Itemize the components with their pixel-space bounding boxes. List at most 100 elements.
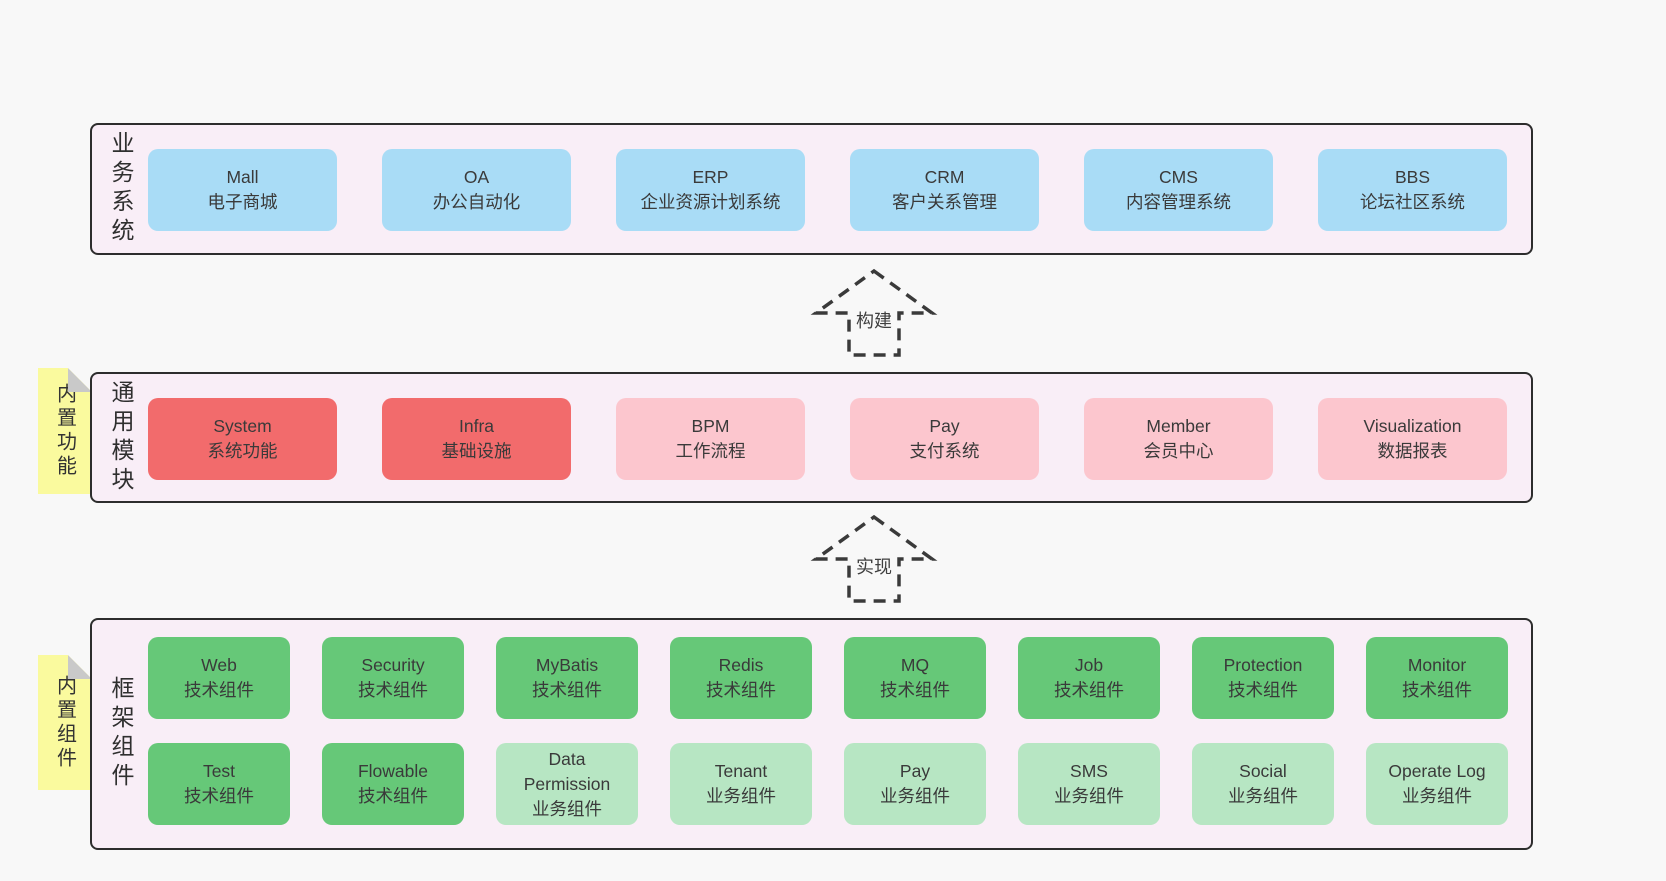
box-subtitle: 业务组件 [880,786,950,806]
box-subtitle: 企业资源计划系统 [640,192,781,212]
box-subtitle: 支付系统 [909,441,980,461]
box-subtitle: 数据报表 [1377,441,1448,461]
box-title: Social [1239,761,1287,781]
box-component-redis: Redis 技术组件 [670,637,812,719]
sticky-tab-label: 内置组件 [53,674,76,771]
box-subtitle: 技术组件 [1054,680,1124,700]
box-title: ERP [692,167,729,187]
box-title: CMS [1159,167,1198,187]
box-component-social: Social 业务组件 [1192,743,1334,825]
box-subtitle: 客户关系管理 [892,192,997,212]
box-module-infra: Infra 基础设施 [382,398,571,480]
box-title: MyBatis [535,655,599,675]
box-title: System [213,416,272,436]
box-component-monitor: Monitor 技术组件 [1366,637,1508,719]
box-title: Flowable [357,761,429,781]
box-subtitle: 业务组件 [532,798,602,819]
box-subtitle: 技术组件 [358,680,428,700]
box-subtitle: 论坛社区系统 [1360,192,1465,212]
box-subtitle: 基础设施 [441,441,512,461]
folded-corner-icon [68,368,92,392]
box-module-member: Member 会员中心 [1084,398,1273,480]
box-business-bbs: BBS 论坛社区系统 [1318,149,1507,231]
box-title: Redis [718,655,764,675]
box-business-cms: CMS 内容管理系统 [1084,149,1273,231]
box-title: Job [1074,655,1104,675]
box-component-security: Security 技术组件 [322,637,464,719]
arrow-label-build: 构建 [852,309,896,333]
box-title: Test [202,761,236,781]
box-subtitle: 技术组件 [1402,680,1472,700]
box-subtitle: 会员中心 [1143,441,1214,461]
box-component-mybatis: MyBatis 技术组件 [496,637,638,719]
box-business-crm: CRM 客户关系管理 [850,149,1039,231]
arrow-label-implement: 实现 [852,555,896,579]
box-subtitle: 技术组件 [1228,680,1298,700]
box-title: BPM [691,416,730,436]
box-subtitle: 工作流程 [675,441,746,461]
box-subtitle: 系统功能 [207,441,278,461]
box-title: Web [201,655,237,675]
box-component-data-permission: Data Permission 业务组件 [496,743,638,825]
box-subtitle: 内容管理系统 [1126,192,1231,212]
box-module-pay: Pay 支付系统 [850,398,1039,480]
box-title: Protection [1223,655,1303,675]
box-title: Operate Log [1388,761,1486,781]
dashed-up-arrow-build: 构建 [804,268,944,358]
box-title: BBS [1394,167,1431,187]
box-title: Monitor [1407,655,1467,675]
box-component-pay: Pay 业务组件 [844,743,986,825]
box-subtitle: 技术组件 [706,680,776,700]
box-subtitle: 业务组件 [1228,786,1298,806]
sticky-tab-label: 内置功能 [53,383,76,479]
box-subtitle: 技术组件 [880,680,950,700]
sticky-tab-built-in-components: 内置组件 [38,655,92,790]
box-title: Tenant [714,761,768,781]
box-title: Data Permission [523,748,611,794]
box-subtitle: 技术组件 [358,786,428,806]
box-title: CRM [924,167,965,187]
box-subtitle: 技术组件 [184,680,254,700]
common-modules-row: System 系统功能 Infra 基础设施 BPM 工作流程 Pay 支付系统 Member 会… [148,398,1507,480]
box-title: Security [361,655,425,675]
box-business-mall: Mall 电子商城 [148,149,337,231]
box-title: OA [463,167,490,187]
box-module-visualization: Visualization 数据报表 [1318,398,1507,480]
box-title: Member [1146,416,1211,436]
box-title: MQ [900,655,930,675]
box-subtitle: 电子商城 [207,192,278,212]
sticky-tab-built-in-features: 内置功能 [38,368,92,494]
dashed-up-arrow-implement: 实现 [804,514,944,604]
box-subtitle: 技术组件 [532,680,602,700]
band-common-modules: 通用模块 System 系统功能 Infra 基础设施 BPM 工作流程 Pay 支付系统 Me… [90,372,1533,503]
band-label-framework-components: 框架组件 [108,676,134,792]
folded-corner-icon [68,655,92,679]
box-module-bpm: BPM 工作流程 [616,398,805,480]
box-component-mq: MQ 技术组件 [844,637,986,719]
box-module-system: System 系统功能 [148,398,337,480]
box-title: Mall [226,167,259,187]
box-business-erp: ERP 企业资源计划系统 [616,149,805,231]
band-label-common-modules: 通用模块 [108,379,134,496]
box-component-flowable: Flowable 技术组件 [322,743,464,825]
box-title: Infra [458,416,495,436]
box-component-web: Web 技术组件 [148,637,290,719]
box-title: Pay [899,761,931,781]
box-subtitle: 技术组件 [184,786,254,806]
band-label-business-systems: 业务系统 [108,131,134,247]
box-subtitle: 业务组件 [1054,786,1124,806]
box-title: Visualization [1363,416,1462,436]
box-component-tenant: Tenant 业务组件 [670,743,812,825]
box-title: Pay [929,416,960,436]
box-component-job: Job 技术组件 [1018,637,1160,719]
box-component-protection: Protection 技术组件 [1192,637,1334,719]
box-subtitle: 业务组件 [1402,786,1472,806]
box-subtitle: 业务组件 [706,786,776,806]
